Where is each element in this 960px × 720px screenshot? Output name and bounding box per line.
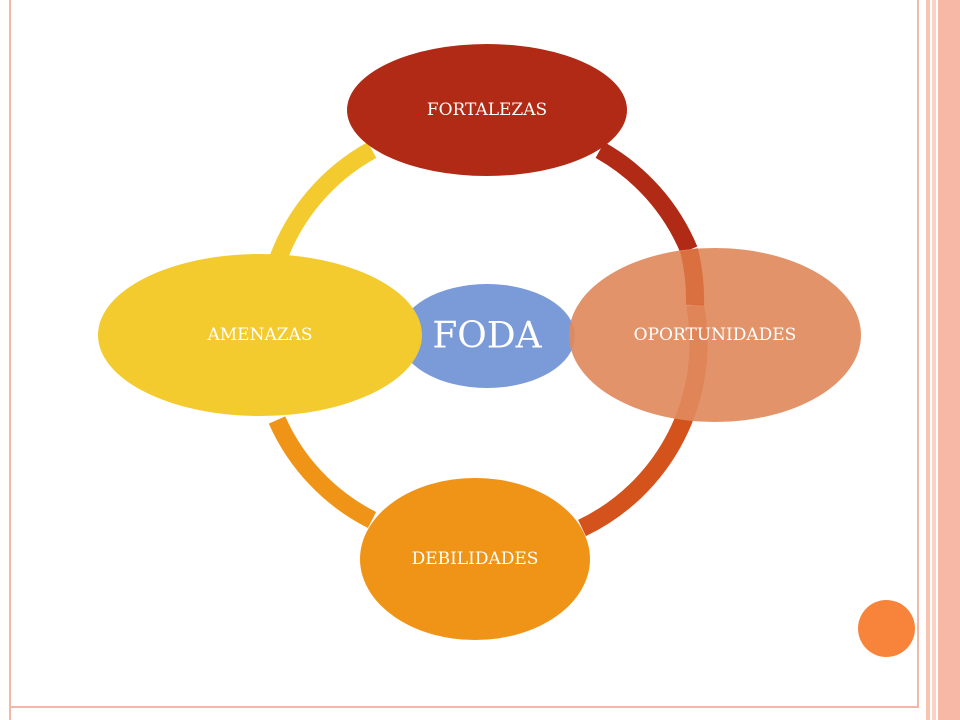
center-label: FODA xyxy=(432,316,542,357)
connector-fortalezas-to-oportunidades xyxy=(595,142,698,254)
accent-circle xyxy=(858,600,915,657)
connector-overlap xyxy=(680,247,705,306)
slide-frame-bottom xyxy=(9,706,917,708)
node-fortalezas-label: FORTALEZAS xyxy=(427,100,547,120)
connector-debilidades-to-amenazas xyxy=(268,416,377,529)
node-amenazas xyxy=(98,254,422,416)
center-node-foda xyxy=(399,284,575,388)
node-debilidades xyxy=(360,478,590,640)
node-oportunidades xyxy=(569,248,861,422)
decorative-stripes xyxy=(926,0,960,720)
node-debilidades-label: DEBILIDADES xyxy=(412,549,539,569)
slide-frame-right xyxy=(917,0,919,708)
slide-frame-left xyxy=(9,0,11,720)
connector-amenazas-to-fortalezas xyxy=(268,142,377,266)
node-amenazas-label: AMENAZAS xyxy=(207,325,313,345)
node-fortalezas xyxy=(347,44,627,176)
node-oportunidades-label: OPORTUNIDADES xyxy=(634,325,797,345)
